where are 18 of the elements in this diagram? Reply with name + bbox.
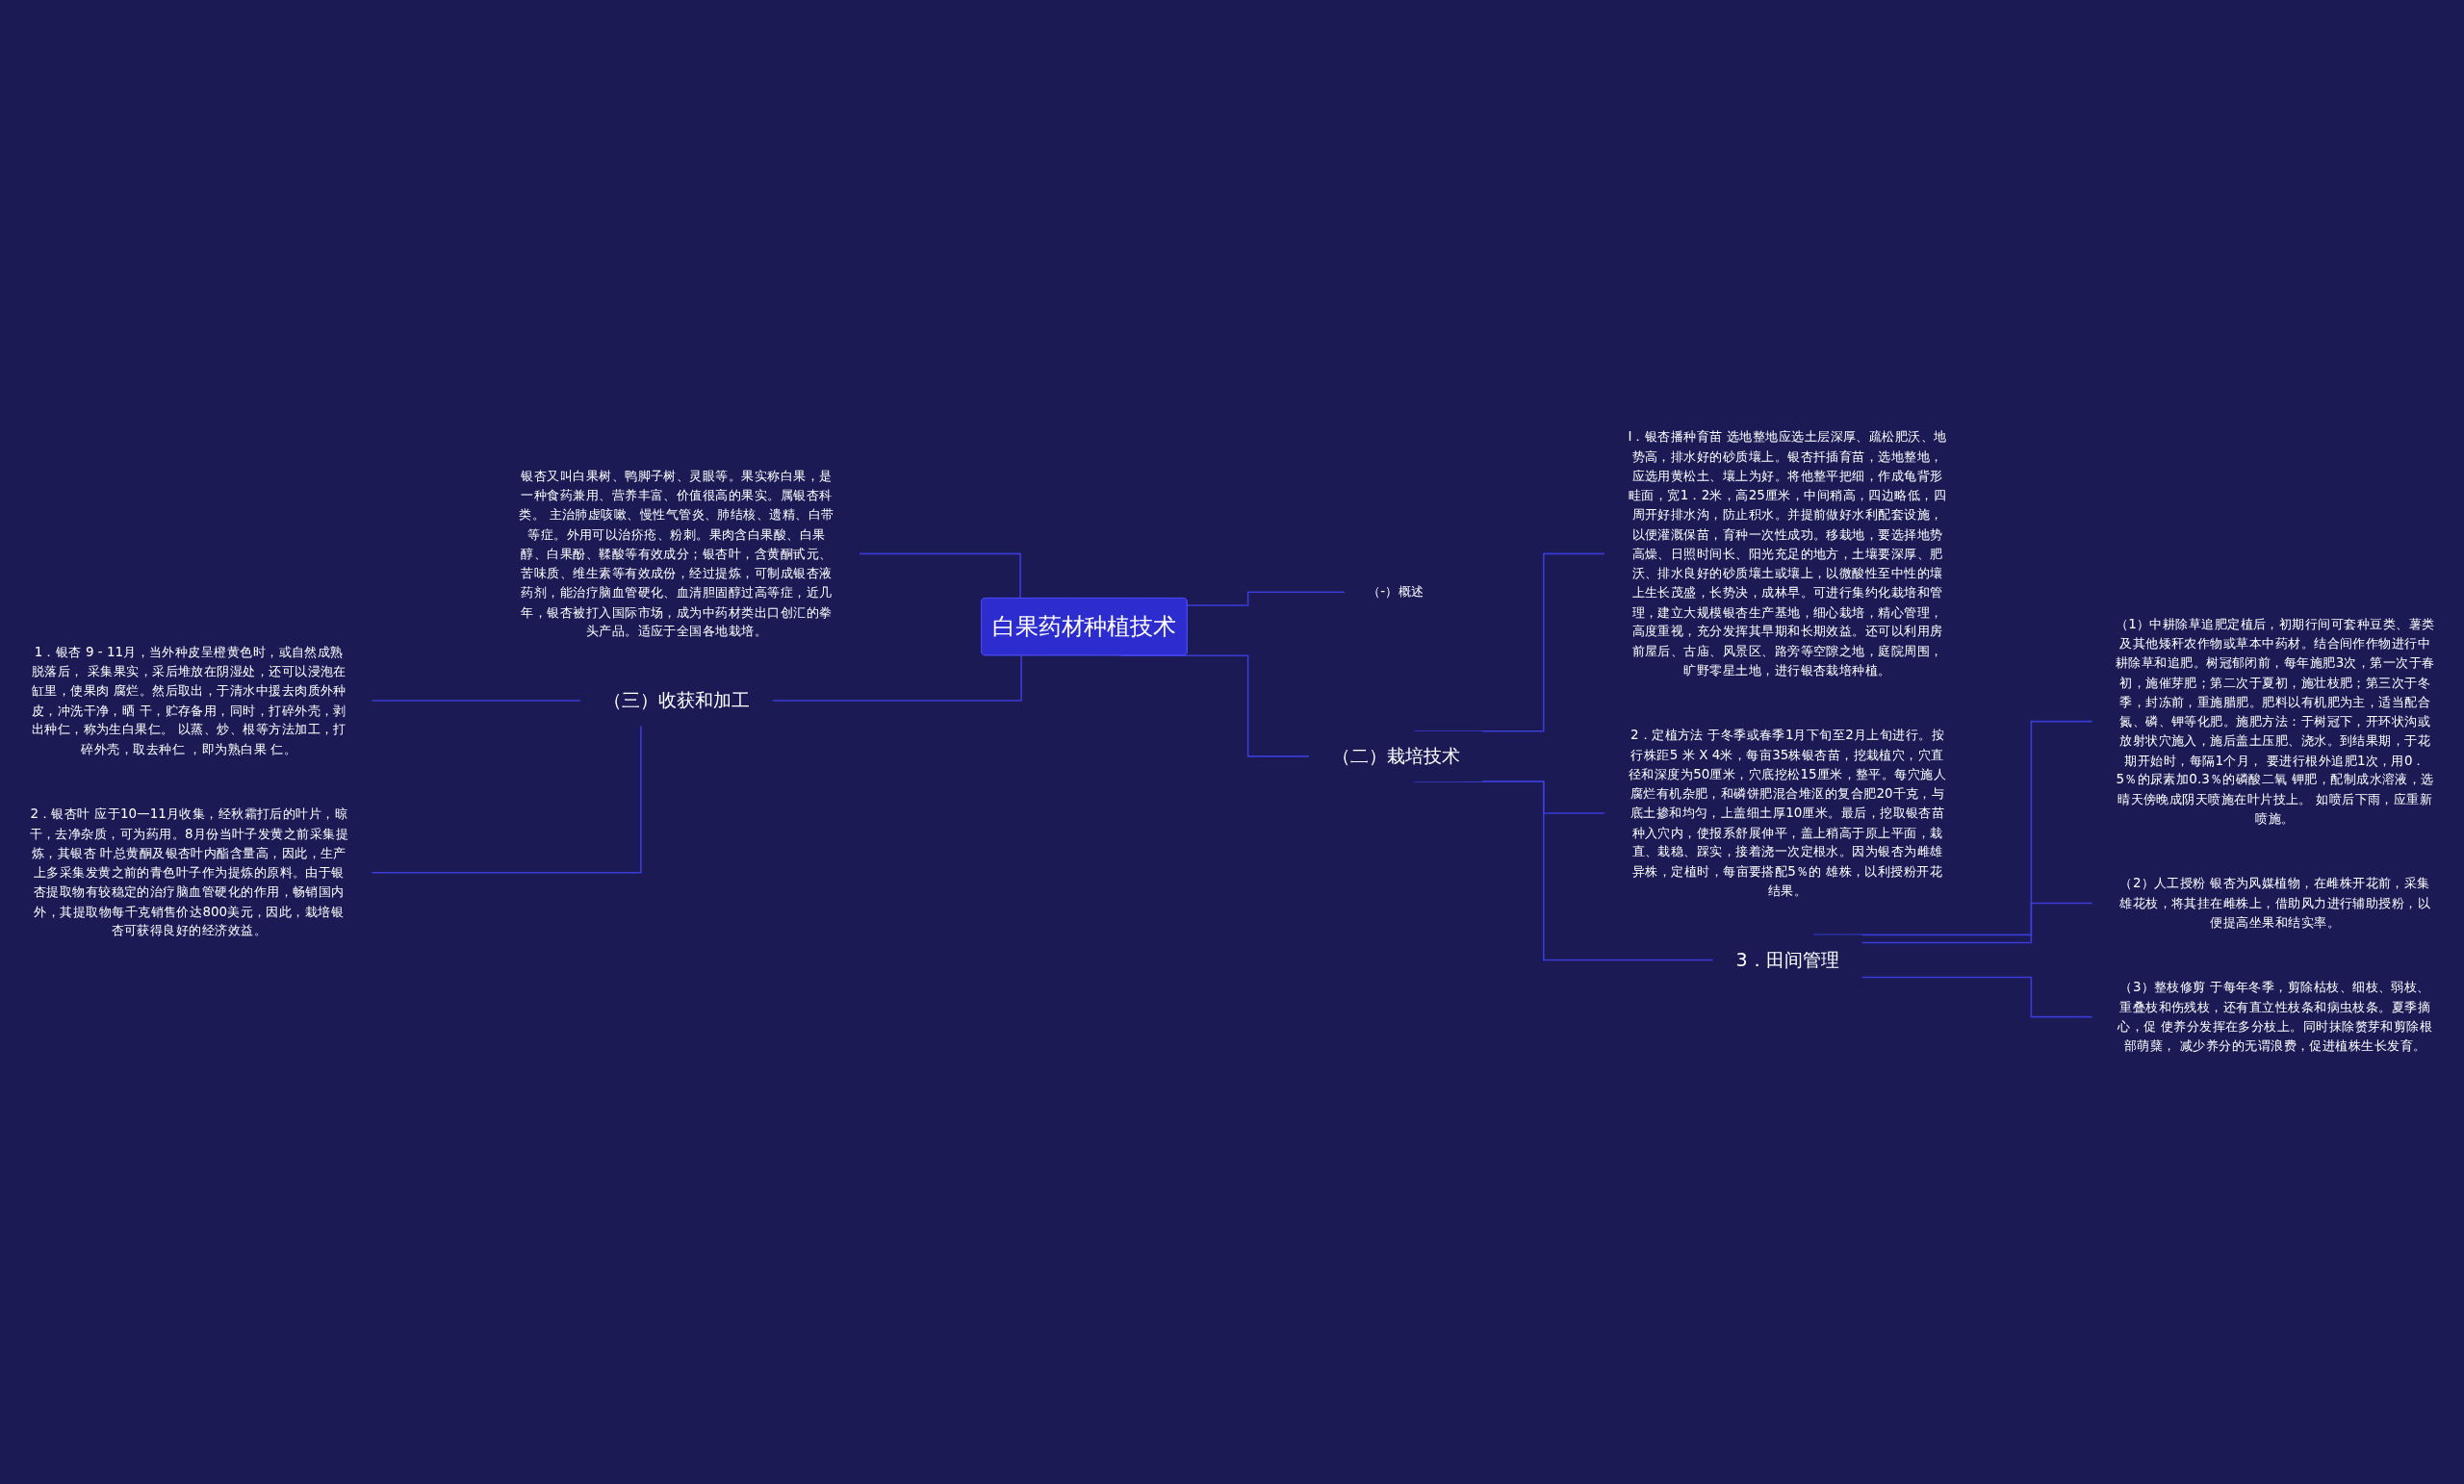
- node-text: 银杏又叫白果树、鸭脚子树、灵眼等。果实称白果，是一种食药兼用、营养丰富、价值很高的果实。属银杏科类。 主治肺虚咳嗽、慢性气管炎、肺结核、遗精、白带等症。外用可以治疥疮、粉刺。果肉含白果酸、白果醇、白果酚、鞣酸等有效成分；银杏叶，含黄酮甙元、苦味质、维生素等有效成份，经过提炼，可制成银杏液药剂，能治疗脑血管硬化、血清胆固醇过高等症，近几年，银杏被打入国际市场，成为中药材类出口创汇的拳头产品。适应于全国各地栽培。: [519, 468, 834, 639]
- connector: [1861, 903, 2093, 944]
- node-text: 2．定植方法 于冬季或春季1月下旬至2月上旬进行。按行株距5 米 X 4米，每亩35株银杏苗，挖栽植穴，穴直径和深度为50厘米，穴底挖松15厘米，整平。每穴施人腐烂有机杂肥，和磷饼肥混合堆沤的复合肥20千克，与底土掺和均匀，上盖细土厚10厘米。最后，挖取银杏苗种入穴内，使报系舒展伸平，盖上稍高于原上平面，栽直、栽稳、踩实，接着浇一次定根水。因为银杏为雌雄异株，定植时，每亩要搭配5％的 雄株，以利授粉开花结果。: [1628, 728, 1947, 899]
- node-text: （3）整枝修剪 于每年冬季，剪除枯枝、细枝、弱枝、重叠枝和伤残枝，还有直立性枝条和病虫枝条。夏季摘心，促 使养分发挥在多分枝上。同时抹除赘芽和剪除根部萌蘖， 减少养分的无谓浪费，促进植株生长发育。: [2118, 980, 2433, 1054]
- node-text: 2．银杏叶 应于10—11月收集，经秋霜打后的叶片，晾干，去净杂质，可为药用。8月份当叶子发黄之前采集提炼，其银杏 叶总黄酮及银杏叶内酯含量高，因此，生产上多采集发黄之前的青色叶子作为提炼的原料。由于银杏提取物有较稳定的治疗脑血管硬化的作用，畅销国内外，其提取物每千克销售价达800美元，因此，栽培银杏可获得良好的经济效益。: [29, 806, 349, 938]
- node-text: （三）收获和加工: [603, 690, 750, 712]
- node-text: （1）中耕除草追肥定植后，初期行间可套种豆类、薯类及其他矮秆农作物或草本中药材。结合间作作物进行中耕除草和追肥。树冠郁闭前，每年施肥3次，第一次于春初，施催芽肥；第二次于夏初，施壮枝肥；第三次于冬季，封冻前，重施腊肥。肥料以有机肥为主，适当配合氮、磷、钾等化肥。施肥方法：于树冠下，开环状沟或放射状穴施入，施后盖土压肥、浇水。到结果期，于花期开始时，每隔1个月， 要进行根外追肥1次，用0．5％的尿素加0.3％的磷酸二氧 钾肥，配制成水溶液，选晴天傍晚成阴天喷施在叶片技上。 如喷后下雨，应重新喷施。: [2115, 616, 2435, 827]
- connector: [1861, 977, 2093, 1018]
- node-text: 1．银杏 9 - 11月，当外种皮呈橙黄色时，或自然成熟脱落后， 采集果实，采后堆放在阴湿处，还可以浸泡在缸里，使果肉 腐烂。然后取出，于清水中援去肉质外种皮，冲洗干净，晒 干，贮存备用，同时，打碎外壳，剥出种仁，称为生白果仁。 以蒸、炒、根等方法加工，打碎外壳，取去种仁 ，即为熟白果 仁。: [31, 644, 346, 757]
- node-text: I．银杏播种育苗 选地整地应选土层深厚、疏松肥沃、地势高，排水好的砂质壤上。银杏扦插育苗，选地整地，应选用黄松土、壤上为好。将他整平把细，作成龟背形畦面，宽1．2米，高25厘米，中间稍高，四边略低，四周开好排水沟，防止积水。并提前做好水利配套设施，以便灌溉保苗，育种一次性成功。移栽地，要选择地势高燥、日照时间长、阳光充足的地方，土壤要深厚、肥沃、排水良好的砂质壤土或壤上，以微酸性至中性的壤上生长茂盛，长势决，成林早。可进行集约化栽培和管理，建立大规模银杏生产基地，细心栽培，精心管理，高度重视，充分发挥其早期和长期效益。还可以利用房前屋后、古庙、风景区、路旁等空隙之地，庭院周围，旷野零星土地，进行银杏栽培种植。: [1628, 429, 1947, 678]
- connector: [371, 700, 581, 703]
- connector: [1186, 591, 1346, 607]
- node-text: （-）概述: [1367, 584, 1424, 600]
- connector: [859, 553, 1021, 600]
- node-text: （2）人工授粉 银杏为风媒植物，在雌株开花前，采集雄花枝，将其挂在雌株上，借助风力进行辅助授粉，以便提高坐果和结实率。: [2119, 876, 2431, 931]
- connector: [1413, 553, 1605, 732]
- connector: [771, 654, 1022, 703]
- connector: [371, 725, 642, 874]
